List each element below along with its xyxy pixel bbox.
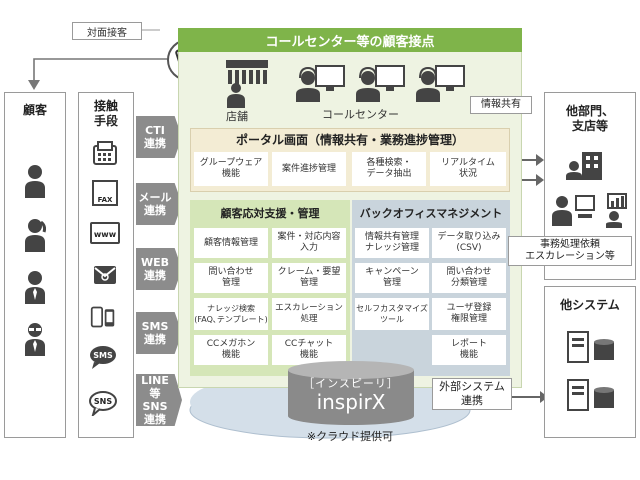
customer-box: 顧客 (4, 92, 66, 438)
businessman-icon (25, 271, 45, 304)
server-icon (567, 331, 614, 363)
backoffice-item: 問い合わせ 分類管理 (432, 263, 506, 293)
customer-title: 顧客 (22, 102, 47, 117)
support-item: ナレッジ検索 (FAQ､テンプレート) (194, 298, 268, 330)
portal-item: 各種検索・ データ抽出 (352, 152, 426, 186)
store-label: 店舗 (226, 110, 248, 123)
channel-mail: メール 連携 (136, 183, 182, 225)
support-title: 顧客応対支援・管理 (220, 207, 320, 220)
operator-icon (296, 65, 345, 102)
backoffice-title: バックオフィスマネジメント (359, 207, 503, 220)
sms-icon-label: SMS (93, 350, 113, 360)
backoffice-item: レポート 機能 (432, 335, 506, 365)
web-browser-icon: www (90, 222, 120, 244)
database-cylinder (288, 361, 414, 425)
other-system-title: 他システム (560, 297, 620, 312)
backoffice-item: セルフカスタマイズ ツール (355, 298, 429, 330)
building-icon (566, 152, 602, 180)
support-item: CCメガホン 機能 (194, 335, 268, 365)
support-item: エスカレーション 処理 (272, 298, 346, 330)
backoffice-item: データ取り込み (CSV) (432, 228, 506, 258)
person-icon (25, 165, 45, 198)
support-item: CCチャット 機能 (272, 335, 346, 365)
portal-item: リアルタイム 状況 (430, 152, 506, 186)
elderly-person-icon (25, 323, 45, 356)
callcenter-label: コールセンター (322, 108, 399, 121)
channel-web: WEB 連携 (136, 248, 182, 290)
mobile-phones-icon (90, 306, 115, 328)
external-system-label: 外部システム 連携 (432, 378, 512, 410)
face-to-face-label: 対面接客 (72, 22, 142, 40)
cloud-note: ※クラウド提供可 (306, 430, 394, 443)
backoffice-item: ユーザ登録 権限管理 (432, 298, 506, 330)
other-dept-title: 他部門、 支店等 (565, 104, 614, 133)
contact-means-title: 接触 手段 (93, 99, 118, 128)
inspirx-name: inspirX (316, 390, 386, 414)
office-workers-icon (552, 193, 627, 228)
channel-sms: SMS 連携 (136, 312, 182, 354)
backoffice-item: 情報共有管理 ナレッジ管理 (355, 228, 429, 258)
store-icon (226, 60, 268, 108)
info-share-label: 情報共有 (470, 96, 532, 114)
fax-icon-label: FAX (97, 196, 113, 204)
woman-icon (25, 219, 46, 252)
escalation-label: 事務処理依頼 エスカレーション等 (508, 236, 632, 266)
channel-cti: CTI 連携 (136, 116, 182, 158)
fax-icon: FAX (92, 180, 118, 206)
mail-icon (94, 266, 116, 284)
web-icon-label: www (93, 230, 117, 239)
support-item: クレーム・要望 管理 (272, 263, 346, 293)
sns-icon-label: SNS (93, 396, 113, 406)
support-item: 顧客情報管理 (194, 228, 268, 258)
server-icon (567, 379, 614, 411)
panel-header: コールセンター等の顧客接点 (178, 28, 522, 52)
other-system-box: 他システム (544, 286, 636, 438)
portal-item: 案件進捗管理 (272, 152, 346, 186)
portal-title: ポータル画面（情報共有・業務進捗管理） (235, 132, 464, 147)
support-item: 案件・対応内容 入力 (272, 228, 346, 258)
inspirx-kana: ［インスピーリ］ (303, 377, 399, 390)
sns-bubble-icon (89, 391, 117, 416)
phone-fax-icon (93, 141, 117, 165)
backoffice-item: キャンペーン 管理 (355, 263, 429, 293)
sms-bubble-icon (90, 346, 116, 369)
support-item: 問い合わせ 管理 (194, 263, 268, 293)
portal-item: グループウェア 機能 (194, 152, 268, 186)
operator-icon (356, 65, 405, 102)
channel-line-sns: LINE等 SNS 連携 (136, 374, 182, 426)
operator-icon (416, 65, 465, 102)
